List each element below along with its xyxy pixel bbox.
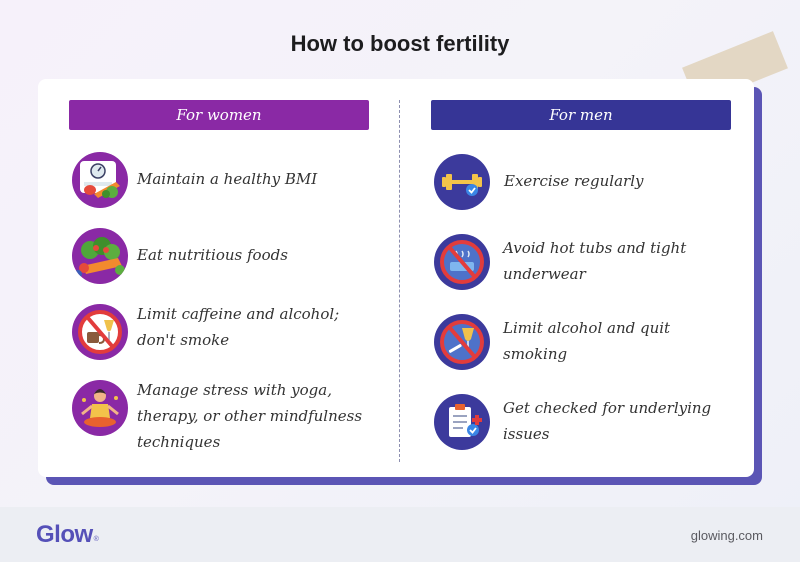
scale-vegetables-icon — [72, 152, 128, 208]
page-title: How to boost fertility — [290, 31, 510, 56]
men-item-label: Exercise regularly — [504, 172, 644, 190]
site-link[interactable]: glowing.com — [690, 528, 763, 543]
meditation-icon — [72, 380, 128, 436]
no-hot-tub-icon — [434, 234, 490, 290]
men-column-header: For men — [431, 100, 731, 130]
medical-checklist-icon — [434, 394, 490, 450]
vegetables-icon — [72, 228, 128, 284]
women-item-label: Eat nutritious foods — [137, 246, 288, 264]
footer-bar — [0, 507, 800, 562]
column-divider — [399, 100, 400, 462]
no-alcohol-smoking-icon — [434, 314, 490, 370]
women-item-label: Manage stress with yoga, therapy, or oth… — [137, 381, 363, 451]
women-item-label: Maintain a healthy BMI — [137, 170, 318, 188]
women-item-label: Limit caffeine and alcohol; don't smoke — [137, 305, 340, 349]
dumbbell-icon — [434, 154, 490, 210]
men-item-label: Limit alcohol and quit smoking — [503, 319, 671, 363]
men-item-label: Get checked for underlying issues — [503, 399, 712, 443]
women-column-header: For women — [69, 100, 369, 130]
logo-text: Glow — [36, 521, 93, 548]
content-card — [38, 79, 754, 477]
logo-registered-mark: ® — [93, 536, 99, 543]
no-coffee-alcohol-smoking-icon — [72, 304, 128, 360]
glow-logo[interactable]: Glow® — [36, 521, 99, 549]
men-item-label: Avoid hot tubs and tight underwear — [503, 239, 687, 283]
